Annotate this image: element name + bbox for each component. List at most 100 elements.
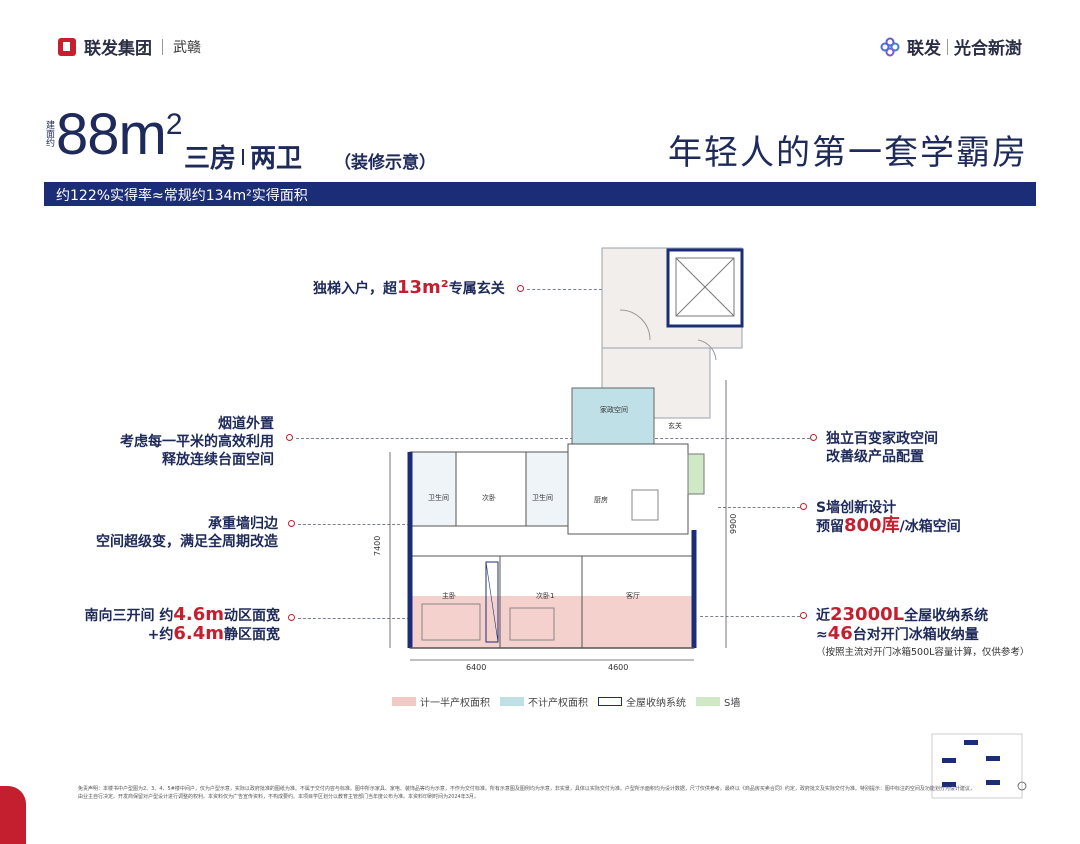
annotation-entry: 独梯入户，超13m²专属玄关: [313, 279, 505, 298]
south-width-active: 4.6m: [173, 604, 224, 625]
annotation-dot: [286, 434, 293, 441]
kitchen: [567, 443, 689, 535]
room-label-bedroom-2: 次卧: [482, 493, 496, 502]
annotation-housekeeping: 独立百变家政空间 改善级产品配置: [826, 430, 938, 466]
area-unit-sup: 2: [165, 108, 183, 141]
housekeeping-line-1: 独立百变家政空间: [826, 431, 938, 447]
housekeeping-space: [571, 387, 655, 445]
legend-label: S墙: [724, 698, 741, 709]
s-wall-line-1: S墙创新设计: [816, 500, 897, 516]
legend: 计一半产权面积 不计产权面积 全屋收纳系统 S墙: [392, 694, 740, 709]
annotation-storage: 近23000L全屋收纳系统 ≈46台对开门冰箱收纳量 （按照主流对开门冰箱500…: [816, 606, 1029, 662]
room-label-living: 客厅: [626, 591, 640, 600]
south-text-2a: +约: [147, 627, 174, 643]
leader-line: [296, 438, 578, 439]
annotation-dot: [810, 434, 817, 441]
annotation-dot: [288, 614, 295, 621]
area-title: 88m2: [56, 106, 182, 164]
legend-swatch-half-area: [392, 697, 416, 706]
annotation-south: 南向三开间 约4.6m动区面宽 +约6.4m静区面宽: [62, 606, 280, 644]
decoration-note: （装修示意）: [334, 153, 436, 173]
brand-right: 联发 光合新澍: [879, 34, 1022, 59]
efficiency-banner: 约122%实得率≈常规约134m²实得面积: [44, 182, 1036, 206]
leader-line: [718, 507, 800, 508]
storage-note: （按照主流对开门冰箱500L容量计算，仅供参考）: [816, 647, 1030, 658]
area-tag: 建面约: [44, 120, 54, 147]
annotation-dot: [800, 612, 807, 619]
s-wall-text-c: /冰箱空间: [899, 519, 961, 535]
slogan: 年轻人的第一套学霸房: [668, 133, 1028, 173]
storage-text-a: 近: [816, 608, 830, 624]
brand-divider: [162, 38, 163, 55]
flue-line-3: 释放连续台面空间: [162, 452, 274, 468]
brand-right-name: 联发: [907, 39, 941, 59]
area-number: 88m: [56, 102, 167, 167]
room-label-foyer: 玄关: [668, 421, 682, 430]
leader-line: [527, 289, 602, 290]
legend-item: 全屋收纳系统: [598, 694, 686, 709]
annotation-dot: [288, 520, 295, 527]
brand-left-name: 联发集团: [84, 39, 152, 59]
flue-line-2: 考虑每一平米的高效利用: [120, 434, 274, 450]
project-name: 光合新澍: [954, 39, 1022, 59]
legend-label: 全屋收纳系统: [626, 698, 686, 709]
south-text-a: 南向三开间 约: [84, 608, 174, 624]
storage-fridge-count: 46: [827, 623, 853, 644]
half-area-balcony: [410, 596, 694, 648]
storage-text-c: 全屋收纳系统: [904, 608, 989, 624]
leader-line: [700, 616, 800, 617]
wall-line-2: 空间超级变，满足全周期改造: [96, 534, 278, 550]
annotation-dot: [800, 503, 807, 510]
dim-4600: 4600: [608, 663, 628, 670]
annotation-s-wall: S墙创新设计 预留800库/冰箱空间: [816, 499, 961, 536]
entry-text-a: 独梯入户，超: [313, 281, 397, 297]
disclaimer: 免责声明：本楼书中户型图为2、3、4、5#楼中间户，仅为户型示意，实际以政府批准…: [78, 786, 975, 800]
dim-7400: 7400: [373, 536, 382, 556]
room-label-kitchen: 厨房: [594, 495, 608, 504]
legend-item: S墙: [696, 694, 740, 709]
housekeeping-line-2: 改善级产品配置: [826, 449, 924, 465]
rooms-label: 三房: [184, 144, 237, 174]
leader-line: [298, 618, 410, 619]
room-label-bedroom-1: 次卧1: [536, 591, 554, 600]
south-width-quiet: 6.4m: [173, 623, 224, 644]
legend-item: 不计产权面积: [500, 694, 588, 709]
leader-line: [298, 524, 415, 525]
s-wall-highlight: 800库: [844, 515, 900, 536]
wall-line-1: 承重墙归边: [208, 516, 278, 532]
legend-label: 不计产权面积: [528, 698, 588, 709]
legend-swatch-storage: [598, 697, 622, 706]
brand-right-divider: [947, 38, 948, 55]
dim-6400: 6400: [466, 663, 486, 670]
annotation-wall: 承重墙归边 空间超级变，满足全周期改造: [76, 515, 278, 551]
annotation-dot: [517, 285, 524, 292]
baths-label: 两卫: [250, 144, 303, 174]
s-wall-text-a: 预留: [816, 519, 844, 535]
room-label-master: 主卧: [442, 591, 456, 600]
elevator-car: [675, 257, 735, 317]
room-label-housekeeping: 家政空间: [600, 405, 628, 414]
site-key-plan: [931, 733, 1027, 799]
room-label-bath-a: 卫生间: [428, 493, 449, 502]
project-flower-logo-icon: [880, 37, 900, 56]
entry-text-c: 专属玄关: [448, 281, 505, 297]
red-corner-decoration: [0, 786, 26, 844]
north-arrow-icon: [1017, 781, 1027, 791]
storage-volume: 23000L: [830, 604, 905, 625]
brand-city: 武赣: [173, 39, 201, 56]
efficiency-banner-text: 约122%实得率≈常规约134m²实得面积: [56, 188, 308, 204]
storage-closet: [485, 561, 499, 643]
brand-left: 联发集团 武赣: [58, 34, 201, 59]
room-count: 三房两卫: [184, 138, 302, 175]
room-label-bath-b: 卫生间: [532, 493, 553, 502]
south-text-2c: 静区面宽: [224, 627, 280, 643]
s-wall: [687, 453, 705, 495]
floor-plan: 家政空间 玄关 卫生间 次卧 卫生间 厨房 主卧 次卧1 客厅 7400 990…: [373, 247, 744, 670]
storage-text-2c: 台对开门冰箱收纳量: [852, 627, 979, 643]
legend-label: 计一半产权面积: [420, 698, 490, 709]
leader-line: [650, 438, 810, 439]
lianfa-logo-icon: [58, 37, 76, 56]
annotation-flue: 烟道外置 考虑每一平米的高效利用 释放连续台面空间: [94, 415, 274, 469]
flue-line-1: 烟道外置: [218, 416, 274, 432]
entry-text-highlight: 13m²: [397, 277, 449, 298]
